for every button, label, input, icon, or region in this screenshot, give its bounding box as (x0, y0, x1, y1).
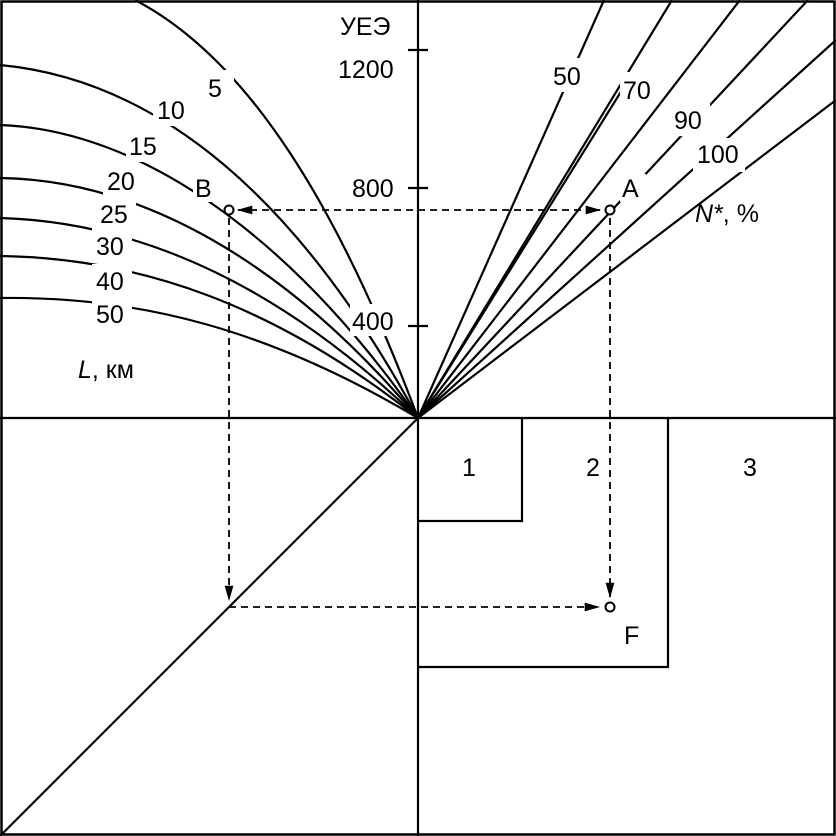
zone-1-boundary (418, 418, 524, 523)
l-curve (0, 296, 419, 419)
construction-lines (224, 205, 615, 612)
point-label-a: A (622, 175, 639, 203)
y-tick-label-1200: 1200 (338, 56, 394, 84)
l-curve (0, 176, 419, 419)
point-label-b: B (195, 175, 212, 203)
n-lines-group (416, 0, 836, 419)
y-tick-label-400: 400 (352, 308, 394, 336)
n-line (417, 99, 836, 419)
n-label-50: 50 (553, 63, 581, 91)
l-curve (0, 63, 419, 419)
l-curve (0, 123, 419, 419)
diagonal-transfer-line (0, 417, 419, 836)
l-label-50: 50 (96, 301, 124, 329)
l-label-5: 5 (208, 75, 222, 103)
y-tick-label-800: 800 (352, 175, 394, 203)
l-label-40: 40 (96, 268, 124, 296)
l-label-10: 10 (157, 97, 185, 125)
zone-label-3: 3 (743, 454, 757, 482)
point-a (604, 204, 616, 216)
n-axis-title: N*, % (695, 200, 759, 228)
zone-label-1: 1 (462, 454, 476, 482)
l-label-20: 20 (107, 168, 135, 196)
y-axis-title: УЕЭ (340, 13, 391, 41)
l-label-15: 15 (129, 133, 157, 161)
n-label-90: 90 (674, 107, 702, 135)
point-f (604, 601, 616, 613)
n-line (417, 39, 836, 419)
n-line (417, 0, 673, 419)
zone-2-boundary (418, 418, 670, 669)
l-axis-title: L, км (78, 356, 134, 384)
l-curve (0, 254, 419, 419)
point-label-f: F (624, 622, 639, 650)
n-label-100: 100 (697, 141, 739, 169)
l-label-30: 30 (96, 233, 124, 261)
zone-label-2: 2 (586, 454, 600, 482)
l-label-25: 25 (100, 201, 128, 229)
l-curve (0, 216, 419, 419)
point-b (223, 204, 235, 216)
n-label-70: 70 (623, 77, 651, 105)
